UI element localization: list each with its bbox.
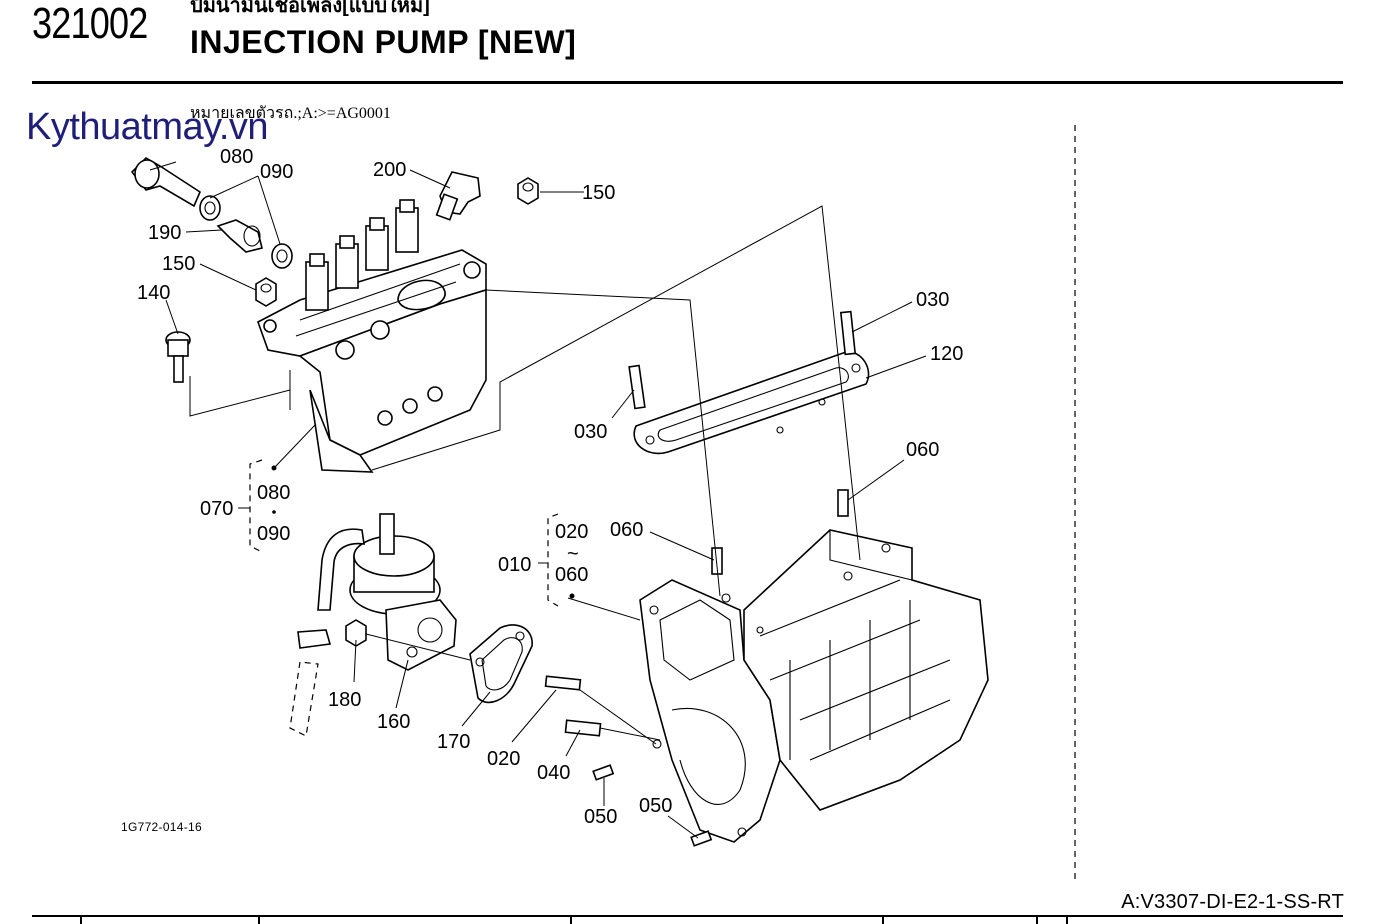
- bracket-070-mid-dot: [272, 510, 276, 514]
- callout-010: 010: [498, 554, 531, 576]
- footer-cell-divider: [1036, 915, 1038, 924]
- serial-number-note: หมายเลขตัวรถ.;A:>=AG0001: [190, 105, 391, 122]
- leader-lines: [149, 161, 927, 839]
- callout-040: 040: [537, 762, 570, 784]
- nut-150-left[interactable]: [255, 277, 277, 307]
- feed-pump-160[interactable]: [317, 513, 457, 671]
- stud-030-left[interactable]: [628, 364, 646, 410]
- stud-020[interactable]: [544, 675, 582, 691]
- stud-040[interactable]: [564, 719, 602, 737]
- footer-cell-divider: [258, 915, 260, 924]
- callout-190: 190: [148, 222, 181, 244]
- callout-140: 140: [137, 282, 170, 304]
- callout-060: 060: [555, 564, 588, 586]
- callout-150: 150: [162, 253, 195, 275]
- pin-050-right[interactable]: [690, 830, 713, 847]
- hose-clamp[interactable]: [289, 629, 332, 737]
- fitting-200[interactable]: [435, 171, 481, 221]
- footer-cell-divider: [570, 915, 572, 924]
- footer-cell-divider: [882, 915, 884, 924]
- page-title: INJECTION PUMP [NEW]: [190, 24, 577, 60]
- injection-pump-assembly[interactable]: [257, 199, 487, 473]
- gasket-120[interactable]: [633, 351, 870, 455]
- drawing-reference: 1G772-014-16: [121, 820, 202, 834]
- bracket-010-dot: [569, 593, 575, 599]
- model-code: A:V3307-DI-E2-1-SS-RT: [1121, 891, 1344, 913]
- bolt-140[interactable]: [165, 331, 191, 383]
- callout-020: 020: [555, 521, 588, 543]
- callout-120: 120: [930, 343, 963, 365]
- callout-020: 020: [487, 748, 520, 770]
- washer-090-b[interactable]: [271, 243, 293, 269]
- pin-060-right[interactable]: [837, 489, 849, 517]
- callout-170: 170: [437, 731, 470, 753]
- banjo-fitting-190[interactable]: [216, 219, 263, 253]
- bracket-070-dot: [271, 465, 277, 471]
- part-group-code: 321002: [32, 0, 148, 48]
- footer-cell-divider: [80, 915, 82, 924]
- callout-080: 080: [257, 482, 290, 504]
- callout-180: 180: [328, 689, 361, 711]
- callout-070: 070: [200, 498, 233, 520]
- stud-030-right[interactable]: [839, 310, 857, 356]
- callout-060: 060: [906, 439, 939, 461]
- header-divider: [32, 81, 1343, 84]
- callout-060: 060: [610, 519, 643, 541]
- callout-160: 160: [377, 711, 410, 733]
- banjo-bolt-080[interactable]: [130, 157, 202, 208]
- pin-060-left[interactable]: [711, 547, 723, 575]
- footer-divider: [32, 915, 1343, 917]
- pin-050-left[interactable]: [592, 764, 615, 781]
- nut-180[interactable]: [345, 619, 367, 647]
- gear-case-010[interactable]: [639, 529, 989, 843]
- bracket-010: [547, 513, 559, 607]
- bracket-070: [249, 459, 263, 553]
- range-tilde: ~: [567, 543, 579, 565]
- gasket-170[interactable]: [469, 624, 533, 704]
- page-title-thai: ปั๊มน้ำมันเชื้อเพลิง[แบบใหม่]: [190, 0, 430, 17]
- callout-200: 200: [373, 159, 406, 181]
- callout-090: 090: [257, 523, 290, 545]
- callout-050: 050: [639, 795, 672, 817]
- callout-080: 080: [220, 146, 253, 168]
- callout-150: 150: [582, 182, 615, 204]
- callout-050: 050: [584, 806, 617, 828]
- washer-090-a[interactable]: [199, 195, 221, 221]
- callout-030: 030: [574, 421, 607, 443]
- watermark: Kythuatmay.vn: [26, 106, 269, 148]
- callout-090: 090: [260, 161, 293, 183]
- footer-cell-divider: [1066, 915, 1068, 924]
- nut-150-right[interactable]: [517, 177, 539, 205]
- callout-030: 030: [916, 289, 949, 311]
